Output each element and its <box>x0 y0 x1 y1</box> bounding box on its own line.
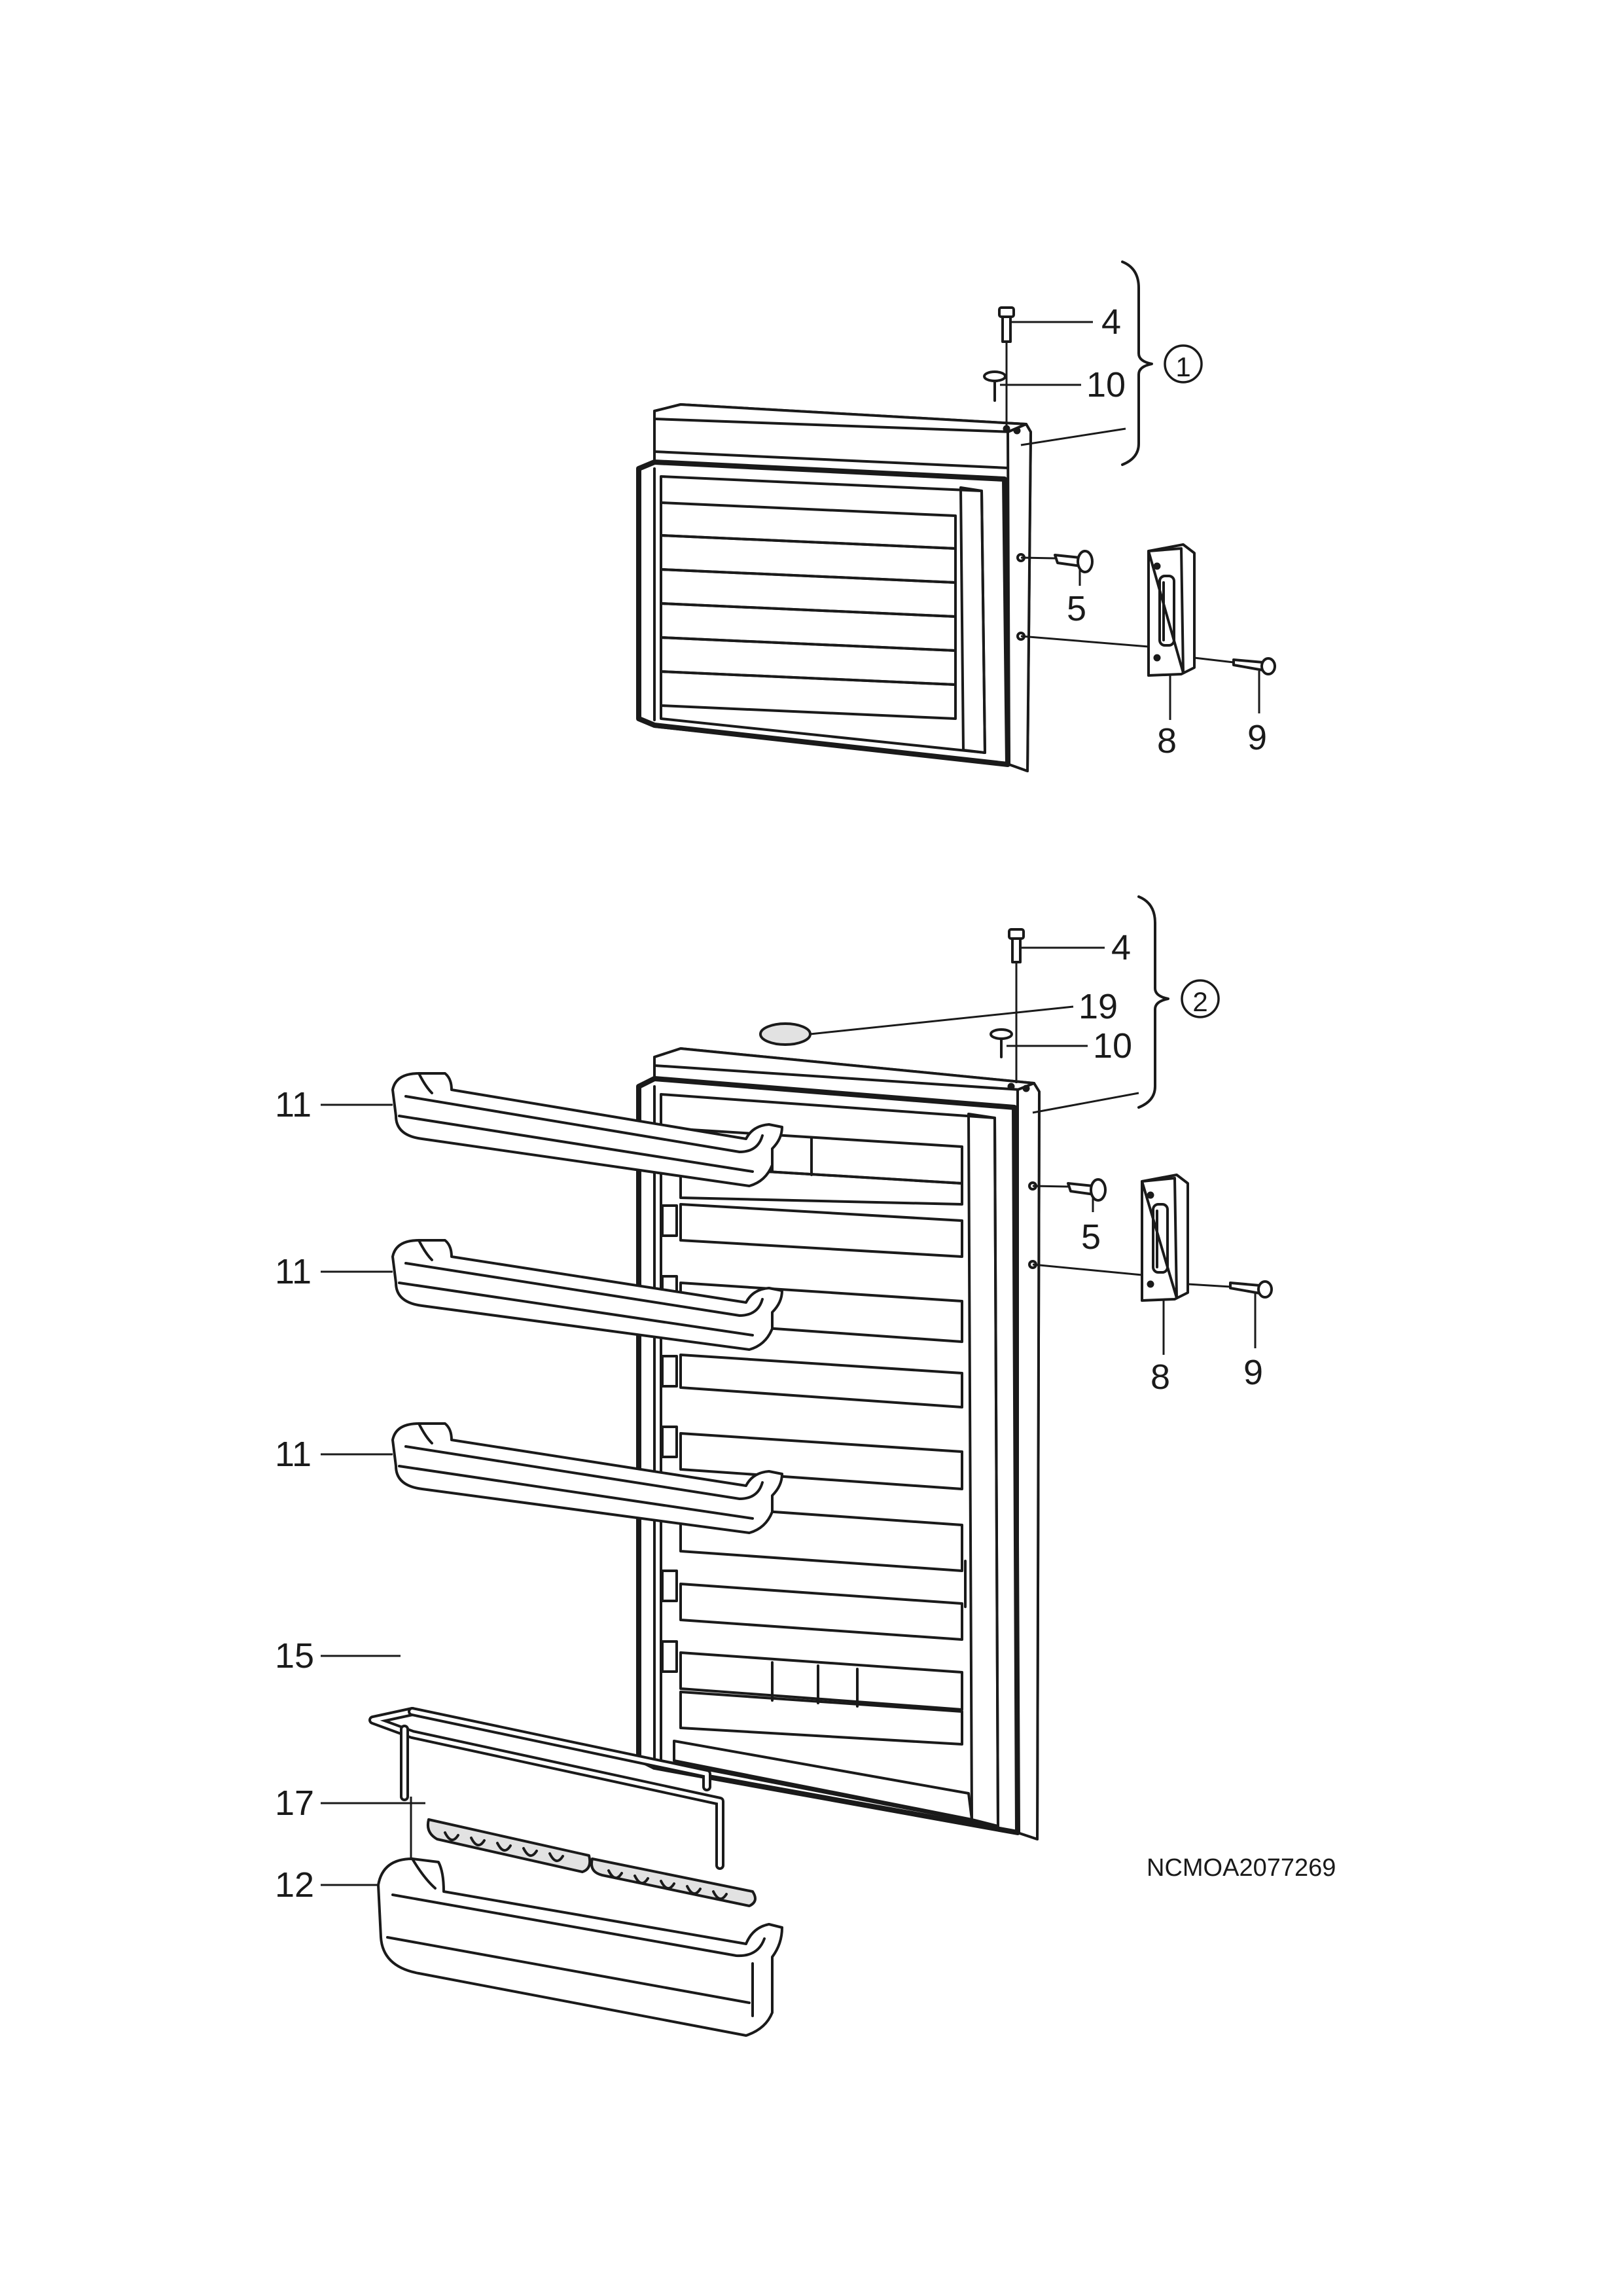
label-bottom-shelf: 12 <box>275 1865 314 1905</box>
lower-handle-8 <box>1141 1174 1189 1302</box>
upper-handle-8 <box>1147 543 1196 677</box>
label-lower-handle: 8 <box>1150 1357 1170 1397</box>
label-lower-stop: 5 <box>1081 1217 1101 1257</box>
door-shelf-1 <box>391 1072 783 1187</box>
lower-door-side <box>1016 1082 1041 1840</box>
label-upper-group: 1 <box>1175 351 1190 382</box>
lower-screw-4 <box>1008 928 1025 963</box>
label-lower-screw: 4 <box>1111 928 1131 967</box>
bottom-shelf-12 <box>377 1857 783 2037</box>
lower-door-clips <box>661 1204 678 1673</box>
upper-handle-screw-9 <box>1232 657 1276 675</box>
drawing-code: NCMOA2077269 <box>1147 1854 1336 1882</box>
lower-plug-19 <box>759 1022 812 1046</box>
label-shelf-2: 11 <box>275 1252 312 1291</box>
lower-group-brace <box>1137 895 1169 1109</box>
label-upper-handle-screw: 9 <box>1247 718 1267 757</box>
lower-door <box>636 1047 1041 1840</box>
upper-group-brace <box>1121 260 1153 466</box>
lower-group-circle <box>1181 979 1220 1018</box>
door-shelf-3 <box>391 1422 783 1534</box>
upper-door-side <box>1007 423 1032 772</box>
label-lower-pin: 10 <box>1093 1026 1132 1066</box>
upper-door-slats <box>660 501 957 720</box>
label-lower-handle-screw: 9 <box>1243 1353 1263 1392</box>
upper-door <box>636 403 1032 772</box>
lower-handle-screw-9 <box>1229 1280 1273 1299</box>
label-bottle-rack: 15 <box>275 1636 314 1676</box>
lower-pin-10 <box>990 1028 1013 1058</box>
bottle-rack-15 <box>368 1707 724 1870</box>
label-shelf-1: 11 <box>275 1085 312 1124</box>
label-upper-handle: 8 <box>1157 721 1177 761</box>
label-lower-plug: 19 <box>1079 987 1118 1026</box>
lower-stop-5 <box>1067 1178 1107 1202</box>
label-upper-stop: 5 <box>1067 589 1086 628</box>
label-upper-pin: 10 <box>1086 365 1126 404</box>
bottle-holder-17 <box>426 1818 757 1907</box>
upper-group-circle <box>1164 344 1203 384</box>
label-upper-screw: 4 <box>1101 302 1121 342</box>
upper-screw-4 <box>998 306 1015 343</box>
label-lower-group: 2 <box>1192 986 1207 1017</box>
label-shelf-3: 11 <box>275 1435 312 1474</box>
upper-stop-5 <box>1054 550 1094 573</box>
label-bottle-holder: 17 <box>275 1784 314 1823</box>
upper-pin-10 <box>983 370 1007 402</box>
door-shelf-2 <box>391 1239 783 1351</box>
